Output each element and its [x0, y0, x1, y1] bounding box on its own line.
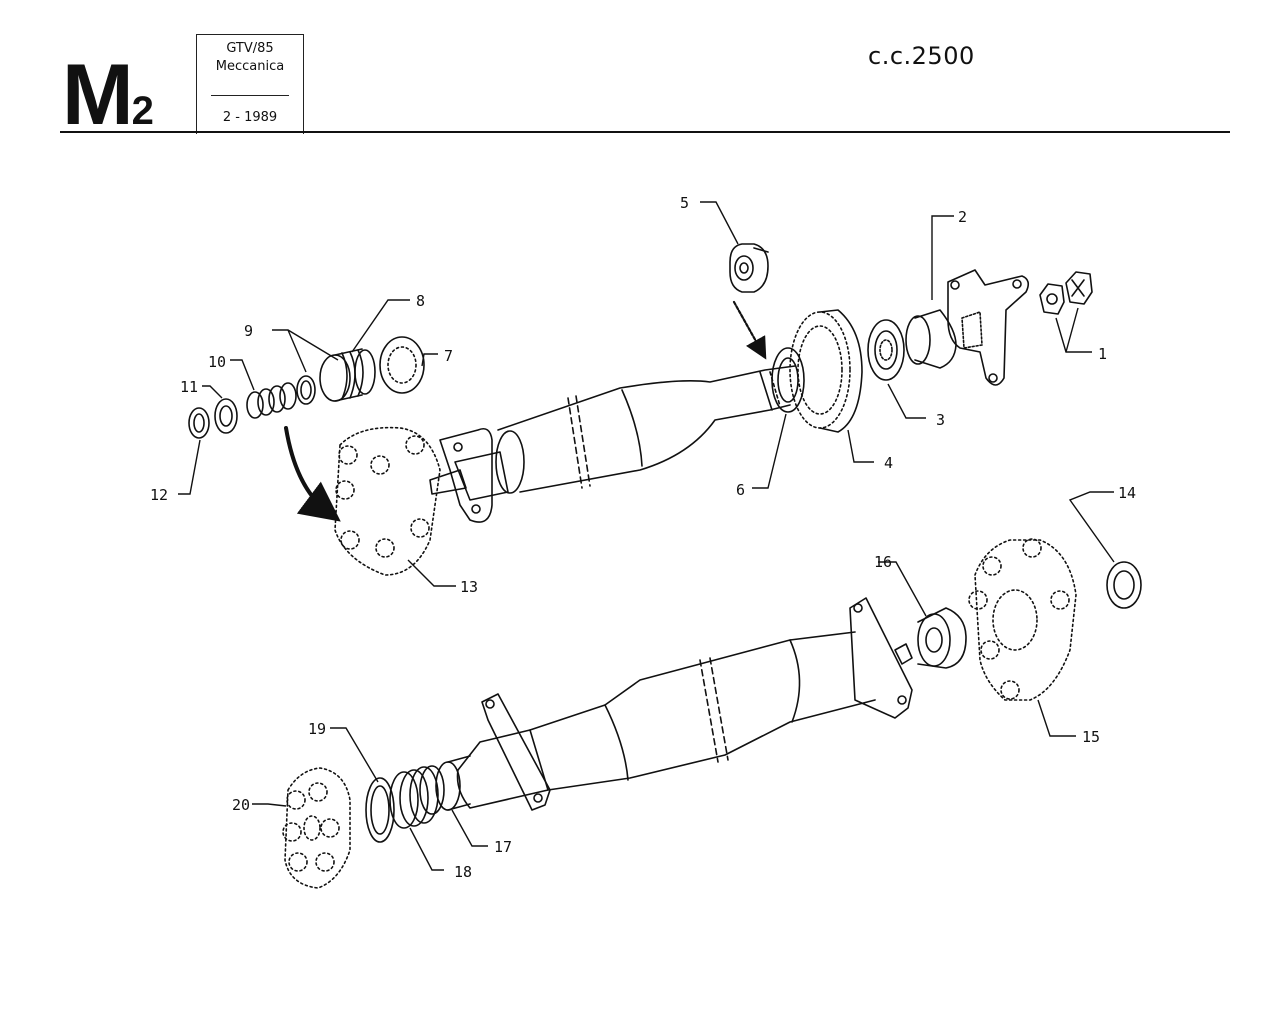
- callout-14: 14: [1118, 484, 1136, 502]
- section-code: M2: [62, 52, 154, 138]
- callout-18: 18: [454, 863, 472, 881]
- model-name: GTV/85: [226, 41, 274, 56]
- washer-9: [296, 375, 316, 405]
- bearing-3: [867, 319, 905, 381]
- callout-3: 3: [936, 411, 945, 429]
- callout-leaders: [178, 201, 1115, 871]
- spring-10: [246, 382, 297, 419]
- seal-14: [1106, 561, 1142, 609]
- circlip-12: [188, 407, 210, 439]
- nuts-1: [1039, 271, 1093, 315]
- header-divider: [60, 131, 1230, 133]
- flexible-joint-13: [334, 426, 441, 576]
- model-box-divider: [211, 95, 289, 96]
- flexible-joint-15: [968, 538, 1077, 701]
- callout-9: 9: [244, 322, 253, 340]
- upper-yoke-flange: [429, 427, 509, 523]
- nut-7: [379, 336, 425, 394]
- upper-driveshaft: [495, 365, 796, 494]
- ring-19: [365, 777, 395, 843]
- callout-17: 17: [494, 838, 512, 856]
- bush-16: [917, 607, 967, 669]
- callout-19: 19: [308, 720, 326, 738]
- spring-18: [389, 766, 439, 829]
- callout-labels: 1 2 3 4 5 6 7 8 9 10 11 12 13 14 15 16 1…: [150, 194, 1136, 881]
- callout-6: 6: [736, 481, 745, 499]
- callout-1: 1: [1098, 345, 1107, 363]
- callout-20: 20: [232, 796, 250, 814]
- dust-cover-6: [771, 347, 805, 413]
- section-number: 2: [131, 89, 154, 133]
- callout-13: 13: [460, 578, 478, 596]
- output-flange: [947, 269, 1030, 386]
- engine-displacement: c.c.2500: [868, 42, 975, 70]
- model-info-box: GTV/85 Meccanica 2 - 1989: [196, 34, 304, 134]
- bush-17: [419, 755, 471, 815]
- callout-11: 11: [180, 378, 198, 396]
- callout-15: 15: [1082, 728, 1100, 746]
- callout-12: 12: [150, 486, 168, 504]
- section-letter: M: [62, 47, 134, 143]
- lower-front-flange: [481, 693, 551, 811]
- callout-7: 7: [444, 347, 453, 365]
- center-bearing-support-4: [789, 309, 863, 433]
- callout-8: 8: [416, 292, 425, 310]
- callout-2: 2: [958, 208, 967, 226]
- edition-date: 2 - 1989: [222, 110, 278, 125]
- callout-4: 4: [884, 454, 893, 472]
- flexible-joint-20: [282, 767, 351, 889]
- lower-rear-flange: [849, 597, 913, 719]
- threaded-sleeve-8: [319, 348, 376, 402]
- rubber-bush-5: [729, 243, 769, 293]
- ring-11: [214, 398, 238, 434]
- lower-driveshaft: [456, 631, 876, 809]
- callout-10: 10: [208, 353, 226, 371]
- model-category: Meccanica: [215, 59, 285, 74]
- callout-5: 5: [680, 194, 689, 212]
- callout-16: 16: [874, 553, 892, 571]
